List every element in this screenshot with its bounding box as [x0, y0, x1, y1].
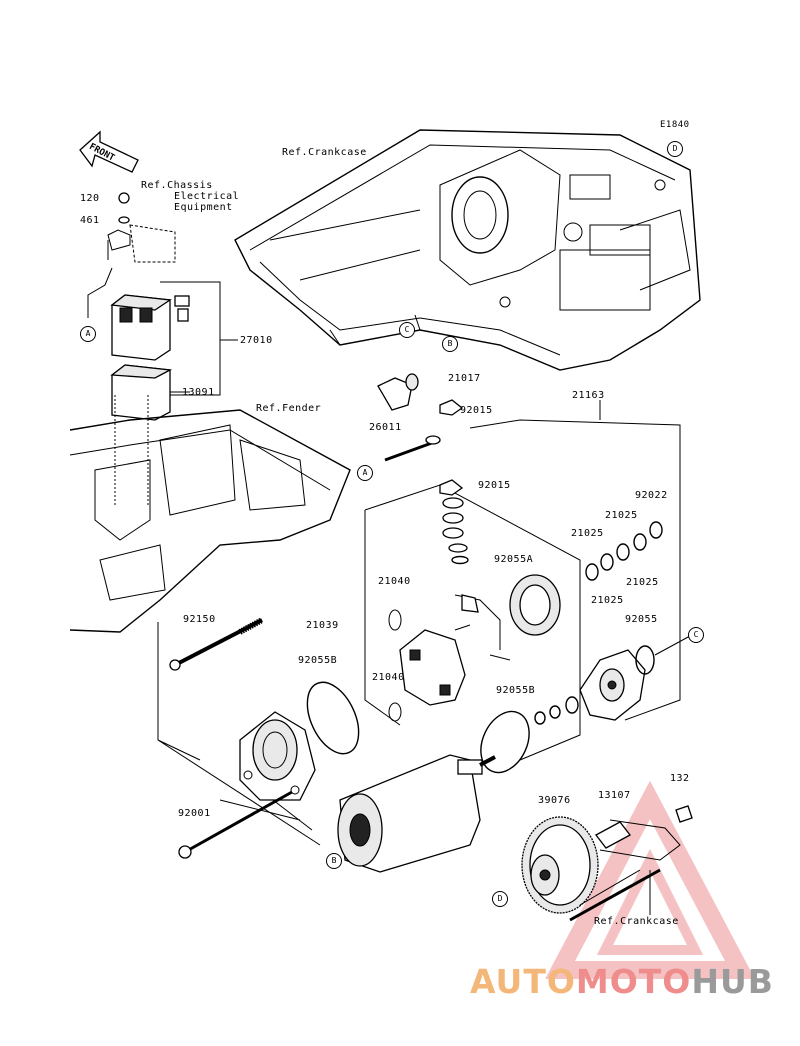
part-label-92055A: 92055A: [494, 554, 534, 565]
part-label-92055B-mid: 92055B: [496, 685, 536, 696]
part-label-21025-a: 21025: [605, 510, 638, 521]
starter-rear-cover-drawing: [239, 711, 316, 801]
small-washers-drawing: [534, 696, 579, 725]
assembly-bracket-line: [157, 622, 321, 846]
o-ring-left-drawing: [306, 681, 360, 755]
relay-bracket-drawing: [87, 192, 176, 318]
part-label-92055: 92055: [625, 614, 658, 625]
ref-crankcase-top: Ref.Crankcase: [282, 147, 367, 158]
part-label-21025-b: 21025: [571, 528, 604, 539]
part-label-13091: 13091: [182, 387, 215, 398]
gear-shaft-drawing: [569, 805, 693, 922]
part-label-120: 120: [80, 193, 100, 204]
ref-crankcase-bottom: Ref.Crankcase: [594, 916, 679, 927]
long-bolt-drawing: [169, 617, 264, 671]
part-label-21040-lower: 21040: [372, 672, 405, 683]
terminal-bolt-drawing: [377, 373, 469, 565]
watermark-triangle-icon: [545, 780, 755, 979]
brush-assembly-outline: [364, 484, 581, 761]
starter-relay-drawing: [110, 281, 238, 396]
ref-chassis-line1: Ref.Chassis: [141, 180, 213, 191]
part-label-132: 132: [670, 773, 690, 784]
callout-c-top: C: [399, 322, 415, 338]
crankcase-top-drawing: [234, 129, 701, 371]
o-ring-mid-drawing: [480, 710, 530, 774]
part-label-27010: 27010: [240, 335, 273, 346]
part-label-26011: 26011: [369, 422, 402, 433]
watermark-hub: HUB: [691, 962, 774, 1001]
watermark-moto: MOTO: [575, 962, 692, 1001]
callout-b-top: B: [442, 336, 458, 352]
relay-cover-drawing: [110, 364, 190, 421]
part-label-92015-lower: 92015: [478, 480, 511, 491]
part-label-92015-upper: 92015: [460, 405, 493, 416]
callout-a-left: A: [80, 326, 96, 342]
ref-chassis-line3: Equipment: [174, 202, 233, 213]
part-label-21039: 21039: [306, 620, 339, 631]
part-label-21163: 21163: [572, 390, 605, 401]
part-label-39076: 39076: [538, 795, 571, 806]
part-label-21040-upper: 21040: [378, 576, 411, 587]
watermark-auto: AUTO: [470, 962, 576, 1001]
part-label-461: 461: [80, 215, 100, 226]
starter-front-cover-drawing: [579, 635, 691, 721]
ref-fender: Ref.Fender: [256, 403, 322, 414]
callout-c-right: C: [688, 627, 704, 643]
ref-chassis-line2: Electrical: [174, 191, 240, 202]
starter-motor-drawing: [337, 754, 496, 873]
fender-drawing: [69, 395, 351, 633]
part-label-21025-d: 21025: [591, 595, 624, 606]
mount-bolt-drawing: [178, 790, 293, 859]
part-label-92001: 92001: [178, 808, 211, 819]
callout-d-bottom: D: [492, 891, 508, 907]
main-assembly-outline: [469, 419, 681, 721]
brush-holder-drawing: [388, 594, 511, 722]
callout-a-right: A: [357, 465, 373, 481]
callout-b-bottom: B: [326, 853, 342, 869]
part-label-92055B-left: 92055B: [298, 655, 338, 666]
diagram-code: E1840: [660, 120, 690, 130]
watermark-logo: AUTOMOTOHUB: [470, 962, 774, 1001]
part-label-92022: 92022: [635, 490, 668, 501]
callout-d-top: D: [667, 141, 683, 157]
part-label-92150: 92150: [183, 614, 216, 625]
front-arrow-icon: [79, 130, 139, 173]
part-label-21017: 21017: [448, 373, 481, 384]
brush-ring-drawing: [509, 574, 561, 636]
part-label-21025-c: 21025: [626, 577, 659, 588]
part-label-13107: 13107: [598, 790, 631, 801]
idle-gear-drawing: [521, 816, 599, 914]
washer-stack-drawing: [585, 521, 663, 581]
